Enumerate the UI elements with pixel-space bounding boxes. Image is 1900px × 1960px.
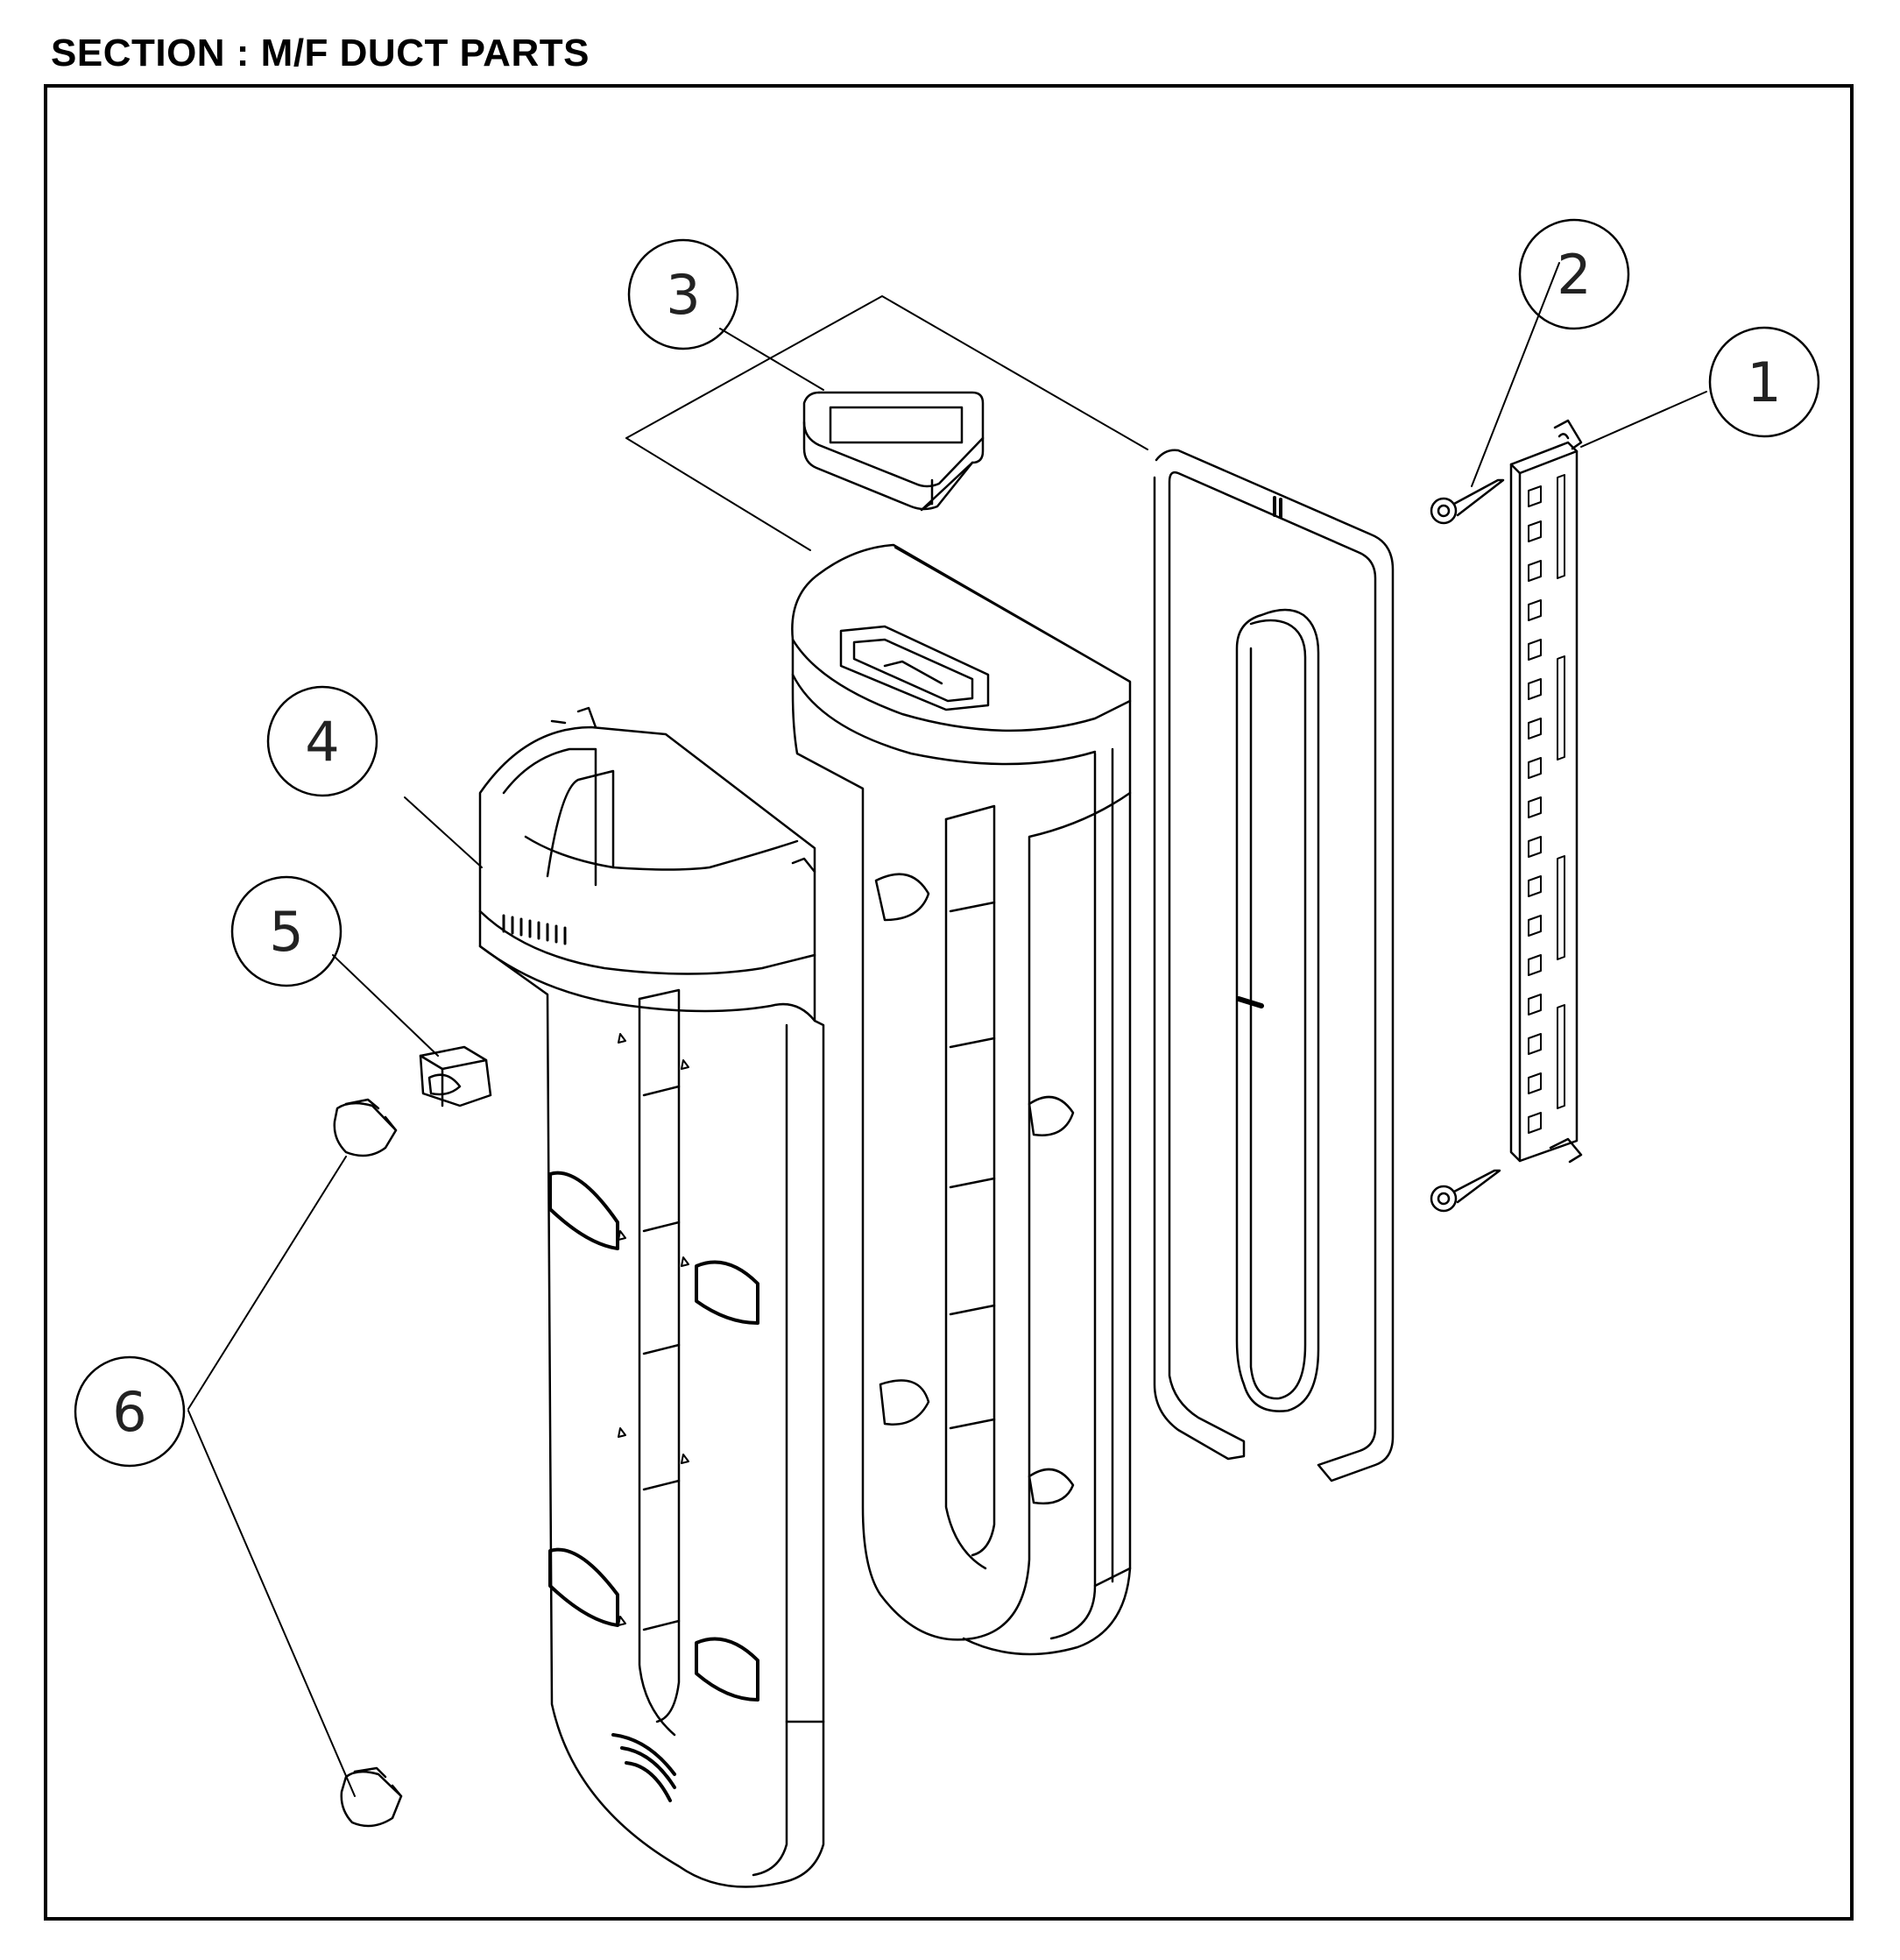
svg-text:4: 4: [305, 710, 339, 774]
svg-text:5: 5: [269, 900, 303, 964]
part-vertical-bracket: [1509, 419, 1583, 1164]
svg-text:2: 2: [1557, 243, 1591, 307]
part-end-cap-lower: [340, 1766, 403, 1828]
part-back-duct-housing: [791, 543, 1132, 1656]
svg-text:3: 3: [666, 263, 700, 327]
leader-lines: [187, 262, 1707, 1797]
part-gasket-loop: [1153, 449, 1395, 1482]
callout-balloons: 1 2 3 4 5 6: [74, 218, 1820, 1468]
callout-1: 1: [1708, 326, 1820, 438]
part-seal-ring: [802, 391, 985, 512]
callout-3: 3: [627, 238, 739, 350]
vent-grille-icon: [548, 1171, 759, 1802]
svg-text:6: 6: [112, 1380, 146, 1444]
part-screw-bottom: [1430, 1169, 1501, 1213]
assembly-guide-lines: [625, 295, 1148, 683]
callout-6: 6: [74, 1355, 186, 1468]
diagram-frame: [44, 84, 1854, 1921]
part-front-duct-cover: [478, 706, 825, 1888]
callout-5: 5: [230, 875, 343, 987]
svg-text:1: 1: [1747, 350, 1781, 414]
callout-4: 4: [266, 685, 378, 797]
part-end-cap-upper: [333, 1098, 398, 1157]
part-screw-top: [1430, 478, 1505, 525]
section-title: SECTION : M/F DUCT PARTS: [51, 32, 590, 74]
part-clip: [419, 1045, 492, 1107]
callout-2: 2: [1518, 218, 1630, 330]
